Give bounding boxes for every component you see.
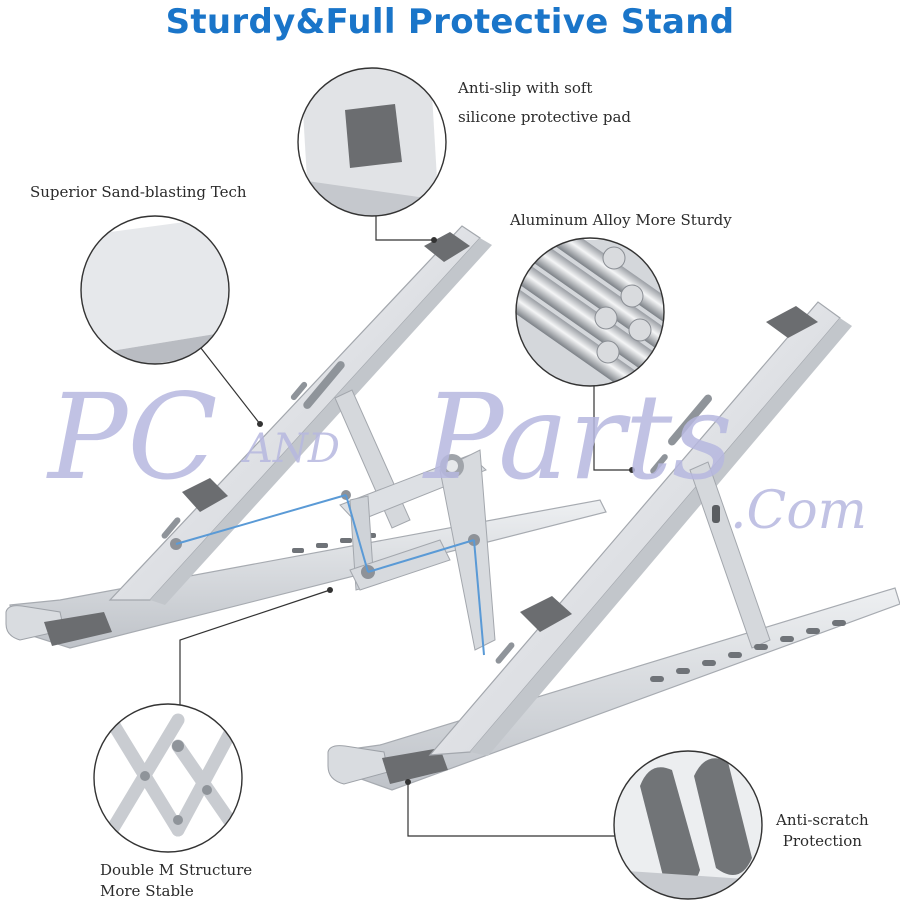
left-top-pad [424, 232, 470, 262]
pad-detail-callout [297, 67, 447, 217]
pad-callout-line1: Anti-slip with soft [458, 79, 593, 97]
structure-callout-line2: More Stable [100, 882, 194, 900]
center-hinge [170, 449, 496, 656]
scratch-detail-callout [613, 750, 763, 900]
watermark-pc: PC [46, 368, 218, 506]
scratch-callout-line1: Anti-scratch [776, 811, 869, 829]
watermark-com: .Com [730, 481, 867, 541]
left-foot-pad [44, 612, 112, 646]
sand-callout-label: Superior Sand-blasting Tech [30, 183, 247, 201]
left-stand [5, 225, 607, 649]
right-strut [689, 461, 771, 649]
left-top-panel-edge [150, 238, 492, 605]
leader-lines [179, 216, 632, 837]
structure-detail-callout [93, 703, 243, 853]
right-top-panel-edge [470, 318, 852, 756]
watermark-parts: Parts [422, 368, 733, 506]
watermark: PC AND Parts .Com [46, 368, 867, 541]
sand-detail-callout [80, 215, 230, 365]
page-title: Sturdy&Full Protective Stand [165, 2, 735, 42]
alloy-detail-callout [515, 237, 665, 387]
right-foot-pad [382, 748, 448, 784]
right-mid-pad [520, 596, 572, 632]
structure-callout-label: Double M Structure More Stable [100, 860, 252, 902]
scratch-callout-line2: Protection [782, 832, 862, 850]
watermark-and: AND [240, 426, 340, 472]
right-top-pad [766, 306, 818, 338]
pad-callout-label: Anti-slip with soft silicone protective … [458, 74, 631, 132]
structure-callout-line1: Double M Structure [100, 861, 253, 879]
scratch-callout-label: Anti-scratch Protection [776, 810, 869, 852]
left-mid-pad [182, 478, 228, 512]
right-stand [327, 301, 900, 791]
alloy-callout-label: Aluminum Alloy More Sturdy [510, 211, 732, 229]
pad-callout-line2: silicone protective pad [458, 108, 632, 126]
